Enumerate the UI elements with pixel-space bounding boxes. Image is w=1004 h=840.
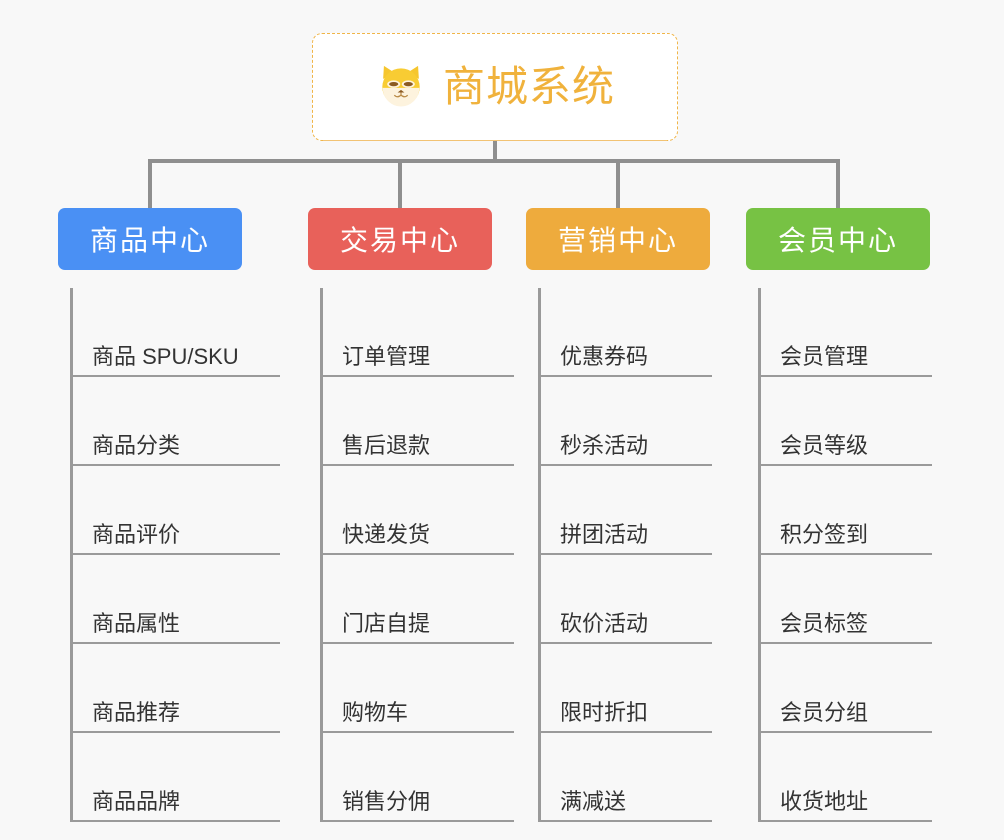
branch-item-rule	[72, 464, 280, 466]
branch-item-rule	[540, 731, 712, 733]
branch-item-rule	[540, 642, 712, 644]
branch-item-label: 会员分组	[780, 700, 869, 725]
branch-item-label: 优惠券码	[560, 344, 649, 369]
branch-item[interactable]: 购物车	[322, 644, 514, 733]
branch-item[interactable]: 商品品牌	[72, 733, 280, 822]
branch-header-marketing-center[interactable]: 营销中心	[526, 208, 710, 270]
branch-trunk-line-marketing-center	[538, 288, 541, 822]
branch-item-rule	[322, 464, 514, 466]
branch-item-label: 快递发货	[342, 522, 431, 547]
branch-item[interactable]: 销售分佣	[322, 733, 514, 822]
branch-item[interactable]: 订单管理	[322, 288, 514, 377]
branch-item-label: 满减送	[560, 789, 627, 814]
branch-item-rule	[72, 731, 280, 733]
branch-item[interactable]: 会员等级	[760, 377, 932, 466]
branch-trunk-line-product-center	[70, 288, 73, 822]
branch-item-rule	[322, 375, 514, 377]
branch-item[interactable]: 满减送	[540, 733, 712, 822]
branch-item-rule	[322, 820, 514, 822]
branch-item[interactable]: 收货地址	[760, 733, 932, 822]
branch-item[interactable]: 优惠券码	[540, 288, 712, 377]
branch-item-label: 积分签到	[780, 522, 869, 547]
branch-item-rule	[322, 553, 514, 555]
branch-item[interactable]: 快递发货	[322, 466, 514, 555]
branch-item-label: 商品属性	[92, 611, 181, 636]
branch-item-label: 收货地址	[780, 789, 869, 814]
branch-item[interactable]: 商品分类	[72, 377, 280, 466]
branch-column-marketing-center: 营销中心优惠券码秒杀活动拼团活动砍价活动限时折扣满减送	[526, 208, 712, 822]
branch-item-rule	[72, 375, 280, 377]
connector-root-stem	[493, 141, 497, 163]
branch-item-label: 砍价活动	[560, 611, 649, 636]
branch-item-label: 会员管理	[780, 344, 869, 369]
branch-item-list-product-center: 商品 SPU/SKU 商品分类商品评价商品属性商品推荐商品品牌	[58, 288, 280, 822]
branch-item-label: 限时折扣	[560, 700, 649, 725]
branch-item-list-trade-center: 订单管理售后退款快递发货门店自提购物车销售分佣	[308, 288, 514, 822]
connector-drop-3	[616, 159, 620, 209]
root-node[interactable]: 商城系统	[312, 33, 678, 141]
branch-column-trade-center: 交易中心订单管理售后退款快递发货门店自提购物车销售分佣	[308, 208, 514, 822]
branch-trunk-line-member-center	[758, 288, 761, 822]
branch-item[interactable]: 砍价活动	[540, 555, 712, 644]
branch-item[interactable]: 秒杀活动	[540, 377, 712, 466]
branch-item-label: 会员等级	[780, 433, 869, 458]
branch-trunk-line-trade-center	[320, 288, 323, 822]
branch-item-list-marketing-center: 优惠券码秒杀活动拼团活动砍价活动限时折扣满减送	[526, 288, 712, 822]
branch-item-rule	[540, 820, 712, 822]
branch-item-label: 订单管理	[342, 344, 431, 369]
connector-horizontal-bus	[148, 159, 840, 163]
connector-drop-1	[148, 159, 152, 209]
branch-item[interactable]: 商品推荐	[72, 644, 280, 733]
branch-item-list-member-center: 会员管理会员等级积分签到会员标签会员分组收货地址	[746, 288, 932, 822]
branch-item-label: 商品推荐	[92, 700, 181, 725]
connector-drop-4	[836, 159, 840, 209]
branch-column-member-center: 会员中心会员管理会员等级积分签到会员标签会员分组收货地址	[746, 208, 932, 822]
branch-item-rule	[72, 642, 280, 644]
branch-header-product-center[interactable]: 商品中心	[58, 208, 242, 270]
branch-item-label: 拼团活动	[560, 522, 649, 547]
branch-item-rule	[322, 642, 514, 644]
branch-item[interactable]: 拼团活动	[540, 466, 712, 555]
branch-item-label: 会员标签	[780, 611, 869, 636]
branch-item-rule	[540, 553, 712, 555]
branch-item-label: 商品分类	[92, 433, 181, 458]
branch-item-rule	[72, 553, 280, 555]
branch-item-label: 商品评价	[92, 522, 181, 547]
branch-column-product-center: 商品中心商品 SPU/SKU 商品分类商品评价商品属性商品推荐商品品牌	[58, 208, 280, 822]
branch-item-rule	[760, 731, 932, 733]
branch-item-label: 销售分佣	[342, 789, 431, 814]
branch-item[interactable]: 商品 SPU/SKU	[72, 288, 280, 377]
branch-item-rule	[760, 642, 932, 644]
branch-item[interactable]: 会员分组	[760, 644, 932, 733]
branch-item-label: 门店自提	[342, 611, 431, 636]
branch-item[interactable]: 限时折扣	[540, 644, 712, 733]
branch-item-rule	[540, 464, 712, 466]
branch-item[interactable]: 会员标签	[760, 555, 932, 644]
branch-item-rule	[540, 375, 712, 377]
branch-item[interactable]: 积分签到	[760, 466, 932, 555]
branch-item[interactable]: 商品评价	[72, 466, 280, 555]
root-title: 商城系统	[442, 63, 615, 110]
branch-item-label: 秒杀活动	[560, 433, 649, 458]
branch-item-rule	[760, 375, 932, 377]
branch-header-trade-center[interactable]: 交易中心	[308, 208, 492, 270]
shiba-dog-face-icon	[382, 65, 420, 107]
branch-item-rule	[72, 820, 280, 822]
branch-item[interactable]: 门店自提	[322, 555, 514, 644]
branch-item-label: 售后退款	[342, 433, 431, 458]
branch-item-label: 商品 SPU/SKU	[92, 344, 239, 369]
branch-item-label: 购物车	[342, 700, 409, 725]
branch-item-rule	[760, 464, 932, 466]
branch-item-label: 商品品牌	[92, 789, 181, 814]
branch-item-rule	[760, 553, 932, 555]
branch-header-member-center[interactable]: 会员中心	[746, 208, 930, 270]
branch-item[interactable]: 商品属性	[72, 555, 280, 644]
connector-drop-2	[398, 159, 402, 209]
branch-item[interactable]: 会员管理	[760, 288, 932, 377]
branch-item-rule	[322, 731, 514, 733]
branch-item[interactable]: 售后退款	[322, 377, 514, 466]
branch-item-rule	[760, 820, 932, 822]
